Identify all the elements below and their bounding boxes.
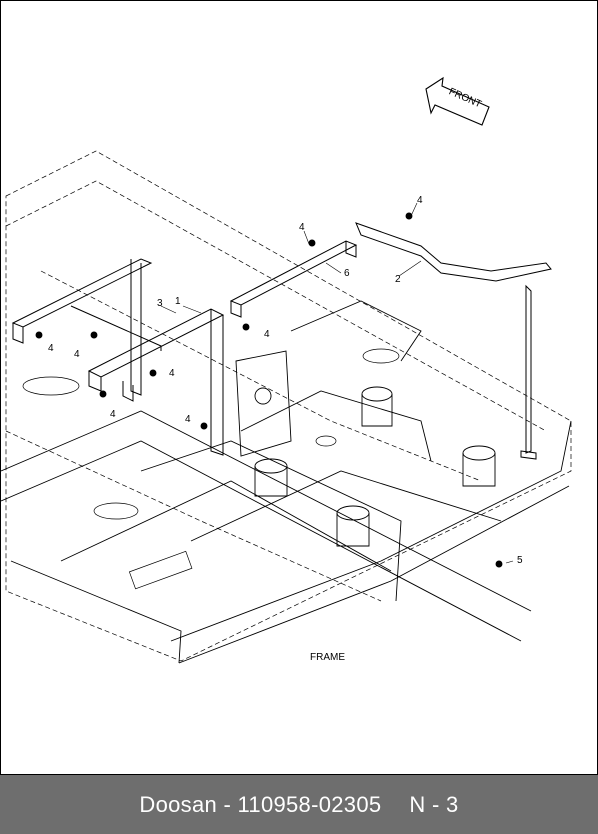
footer-page-ref: N - 3 — [409, 791, 459, 817]
frame-exploded-diagram: FRONT FRAME 1 2 3 4 4 4 4 4 4 4 4 5 6 — [1, 76, 572, 664]
callout-1: 1 — [175, 296, 181, 307]
drawing-frame: FRONT FRAME 1 2 3 4 4 4 4 4 4 4 4 5 6 — [0, 0, 598, 775]
callout-4: 4 — [299, 222, 305, 233]
rear-support-frame — [11, 258, 225, 456]
diagram-caption: FRAME — [310, 652, 345, 663]
callout-4: 4 — [185, 414, 191, 425]
callout-4: 4 — [110, 409, 116, 420]
callout-4: 4 — [74, 349, 80, 360]
callout-6: 6 — [344, 268, 350, 279]
main-frame-rails — [1, 300, 572, 664]
front-arrow-label: FRONT — [447, 86, 483, 110]
callout-3: 3 — [157, 298, 163, 309]
callout-4: 4 — [417, 195, 423, 206]
frame-cutouts — [22, 348, 400, 590]
callout-leaders — [160, 202, 514, 564]
bolt-icons — [35, 212, 503, 568]
side-bracket — [355, 222, 552, 460]
cross-beam — [229, 240, 358, 318]
footer-part-number: Doosan - 110958-02305 — [139, 791, 382, 817]
callout-4: 4 — [48, 343, 54, 354]
footer-bar: Doosan - 110958-02305 N - 3 — [0, 775, 598, 834]
callout-2: 2 — [395, 274, 401, 285]
front-arrow-icon — [425, 76, 490, 126]
mount-towers — [235, 350, 496, 547]
callout-4: 4 — [264, 329, 270, 340]
callout-5: 5 — [517, 555, 523, 566]
callout-4: 4 — [169, 368, 175, 379]
chassis-outline — [5, 150, 572, 662]
